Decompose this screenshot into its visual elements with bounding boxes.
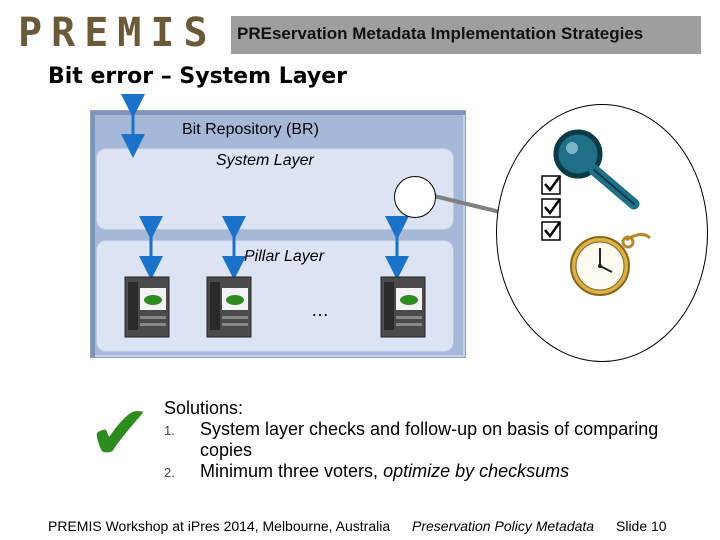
list-item-text: System layer checks and follow-up on bas… [200, 419, 659, 460]
pocket-watch-icon [570, 233, 652, 296]
header-banner [231, 16, 701, 54]
list-item: 1. System layer checks and follow-up on … [164, 419, 670, 461]
logo-letter: M [117, 10, 151, 56]
logo-letter: S [183, 10, 217, 56]
checklist-icon [541, 175, 562, 241]
logo-letter: R [51, 10, 85, 56]
footer-topic: Preservation Policy Metadata [412, 518, 595, 534]
banner-text: PREservation Metadata Implementation Str… [237, 24, 644, 43]
solutions-title: Solutions: [164, 398, 244, 418]
footer-slide-number: Slide 10 [616, 518, 667, 534]
premis-logo-letters: PREMIS [18, 10, 217, 56]
bit-repository-label: Bit Repository (BR) [182, 121, 319, 138]
magnifier-icon [553, 129, 640, 210]
check-tools-ellipse [496, 104, 708, 362]
check-mark-icon: ✔ [88, 388, 152, 477]
solutions-list: Solutions: 1. System layer checks and fo… [164, 398, 670, 482]
slide-header: PREMIS PREservation Metadata Implementat… [0, 0, 720, 60]
server-icon [124, 276, 170, 338]
list-item-number: 2. [164, 465, 175, 480]
pillar-layer-label: Pillar Layer [244, 248, 325, 265]
list-item: 2. Minimum three voters, optimize by che… [164, 461, 670, 482]
list-item-number: 1. [164, 423, 175, 438]
logo-letter: P [18, 10, 52, 56]
system-layer-label: System Layer [216, 152, 314, 169]
slide-title: Bit error – System Layer [48, 64, 347, 89]
more-pillars-ellipsis: … [311, 300, 329, 320]
list-item-emphasis: optimize by checksums [383, 461, 570, 481]
server-icon [380, 276, 426, 338]
list-item-text: Minimum three voters, [200, 461, 384, 481]
voter-connector-line [433, 194, 501, 214]
logo-letter: I [150, 10, 184, 56]
server-icon [206, 276, 252, 338]
premis-logo [18, 14, 230, 56]
footer-event: PREMIS Workshop at iPres 2014, Melbourne… [48, 518, 391, 534]
voter-node [394, 176, 436, 218]
logo-letter: E [84, 10, 118, 56]
